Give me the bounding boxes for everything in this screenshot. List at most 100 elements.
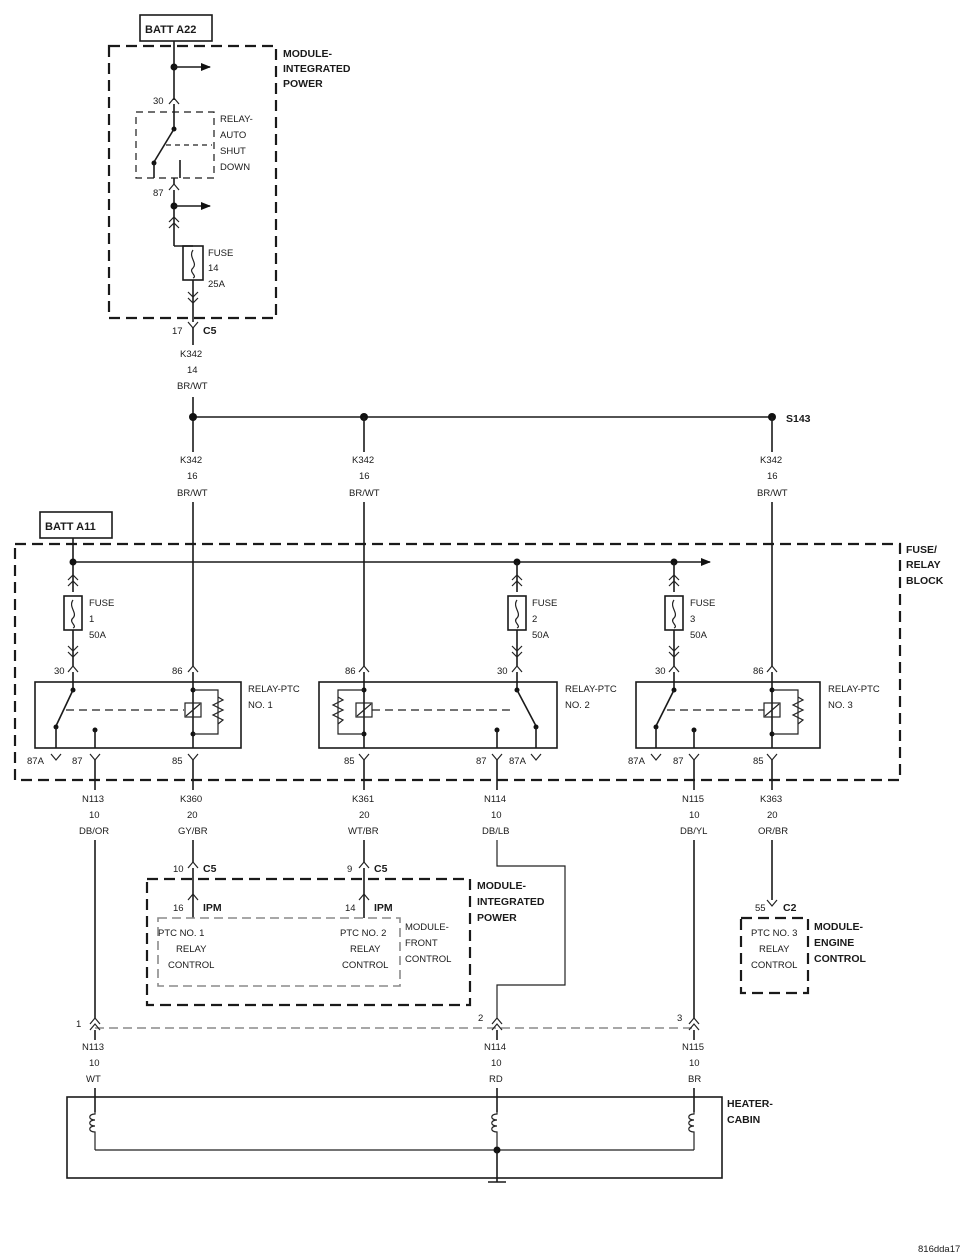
fuse-1: FUSE 1 50A [63,595,114,641]
svg-text:1: 1 [89,614,94,625]
svg-text:FUSE: FUSE [89,598,114,609]
svg-text:10: 10 [491,810,502,821]
svg-text:K342: K342 [180,349,202,360]
svg-text:WT/BR: WT/BR [348,826,379,837]
svg-text:CONTROL: CONTROL [168,960,214,971]
svg-text:AUTO: AUTO [220,130,246,141]
svg-text:C5: C5 [203,863,217,875]
svg-text:DOWN: DOWN [220,162,250,173]
fuse-relay-block-box [13,542,902,782]
svg-text:SHUT: SHUT [220,146,246,157]
svg-text:55: 55 [755,903,766,914]
ipm-pin-14: 14 IPM [345,902,393,914]
heater-cabin-box [66,1096,723,1179]
svg-text:INTEGRATED: INTEGRATED [283,63,351,75]
svg-text:ENGINE: ENGINE [814,937,854,949]
ptc2-relay-control: PTC NO. 2 RELAY CONTROL [340,928,388,971]
svg-text:N113: N113 [82,794,104,805]
svg-text:N115: N115 [682,1042,704,1053]
output-wire-labels: N113 10 DB/OR K360 20 GY/BR K361 20 WT/B… [79,794,788,837]
svg-text:10: 10 [689,810,700,821]
svg-text:16: 16 [359,471,370,482]
heater-element-3 [688,1112,695,1150]
svg-text:1: 1 [76,1019,81,1030]
svg-text:20: 20 [767,810,778,821]
svg-text:BR/WT: BR/WT [177,381,208,392]
svg-text:2: 2 [532,614,537,625]
svg-text:50A: 50A [690,630,708,641]
svg-text:BR/WT: BR/WT [757,488,788,499]
svg-text:50A: 50A [89,630,107,641]
svg-text:85: 85 [753,756,764,767]
module-engine-control-box [739,916,810,995]
svg-text:16: 16 [767,471,778,482]
batt-a22-tag: BATT A22 [139,14,213,42]
svg-text:RELAY-PTC: RELAY-PTC [248,684,300,695]
svg-text:NO. 1: NO. 1 [248,700,273,711]
heater-connector-pins: 1 2 3 [76,1013,682,1030]
svg-text:K342: K342 [352,455,374,466]
svg-text:86: 86 [172,666,183,677]
svg-text:20: 20 [187,810,198,821]
svg-text:FUSE/: FUSE/ [906,544,937,556]
svg-text:INTEGRATED: INTEGRATED [477,896,545,908]
svg-text:87: 87 [153,188,164,199]
svg-text:10: 10 [89,1058,100,1069]
relay-ptc-1: RELAY-PTC NO. 1 [34,672,300,749]
svg-text:CONTROL: CONTROL [751,960,797,971]
svg-text:GY/BR: GY/BR [178,826,208,837]
svg-text:K361: K361 [352,794,374,805]
svg-text:C2: C2 [783,902,797,914]
fuse-2: FUSE 2 50A [507,595,557,641]
fuse-relay-block-label: FUSE/ RELAY BLOCK [906,544,944,587]
svg-text:20: 20 [359,810,370,821]
svg-text:CONTROL: CONTROL [814,953,866,965]
svg-text:HEATER-: HEATER- [727,1098,773,1110]
svg-text:16: 16 [187,471,198,482]
module-integrated-power-mid-label: MODULE- INTEGRATED POWER [477,880,545,924]
relay-top-pin-labels: 30 86 86 30 30 86 [54,666,764,677]
splice-s143: S143 [786,413,811,425]
svg-text:K342: K342 [760,455,782,466]
svg-text:14: 14 [345,903,356,914]
svg-text:86: 86 [753,666,764,677]
svg-text:POWER: POWER [477,912,517,924]
svg-text:WT: WT [86,1074,101,1085]
svg-text:POWER: POWER [283,78,323,90]
svg-text:RELAY-: RELAY- [220,114,253,125]
module-front-control-box [157,917,401,987]
svg-text:87: 87 [476,756,487,767]
svg-text:10: 10 [89,810,100,821]
module-engine-control-label: MODULE- ENGINE CONTROL [814,921,866,965]
svg-text:FUSE: FUSE [532,598,557,609]
svg-text:PTC NO. 2: PTC NO. 2 [340,928,386,939]
svg-text:17: 17 [172,326,183,337]
svg-text:RELAY: RELAY [350,944,381,955]
fuse-14-label: FUSE 14 25A [208,248,233,290]
asd-relay-label: RELAY- AUTO SHUT DOWN [220,114,253,173]
svg-text:16: 16 [173,903,184,914]
k342-branch-labels: K342 16 BR/WT K342 16 BR/WT K342 16 BR/W… [177,455,788,499]
svg-text:3: 3 [677,1013,682,1024]
svg-text:CONTROL: CONTROL [405,954,451,965]
svg-text:10: 10 [689,1058,700,1069]
svg-text:IPM: IPM [203,902,222,914]
module-integrated-power-top-box [107,44,278,320]
heater-element-2 [491,1112,498,1150]
svg-text:MODULE-: MODULE- [405,922,449,933]
svg-text:PTC NO. 3: PTC NO. 3 [751,928,797,939]
svg-text:K360: K360 [180,794,202,805]
svg-text:RD: RD [489,1074,503,1085]
svg-text:DB/LB: DB/LB [482,826,509,837]
svg-text:30: 30 [655,666,666,677]
svg-text:25A: 25A [208,279,226,290]
svg-text:RELAY-PTC: RELAY-PTC [565,684,617,695]
connector-c5-17: 17 C5 [172,321,217,337]
svg-text:86: 86 [345,666,356,677]
svg-text:PTC NO. 1: PTC NO. 1 [158,928,204,939]
svg-text:14: 14 [187,365,198,376]
wire-k342-main-label: K342 14 BR/WT [177,349,208,392]
svg-text:N113: N113 [82,1042,104,1053]
module-integrated-power-top-label: MODULE- INTEGRATED POWER [283,48,351,90]
